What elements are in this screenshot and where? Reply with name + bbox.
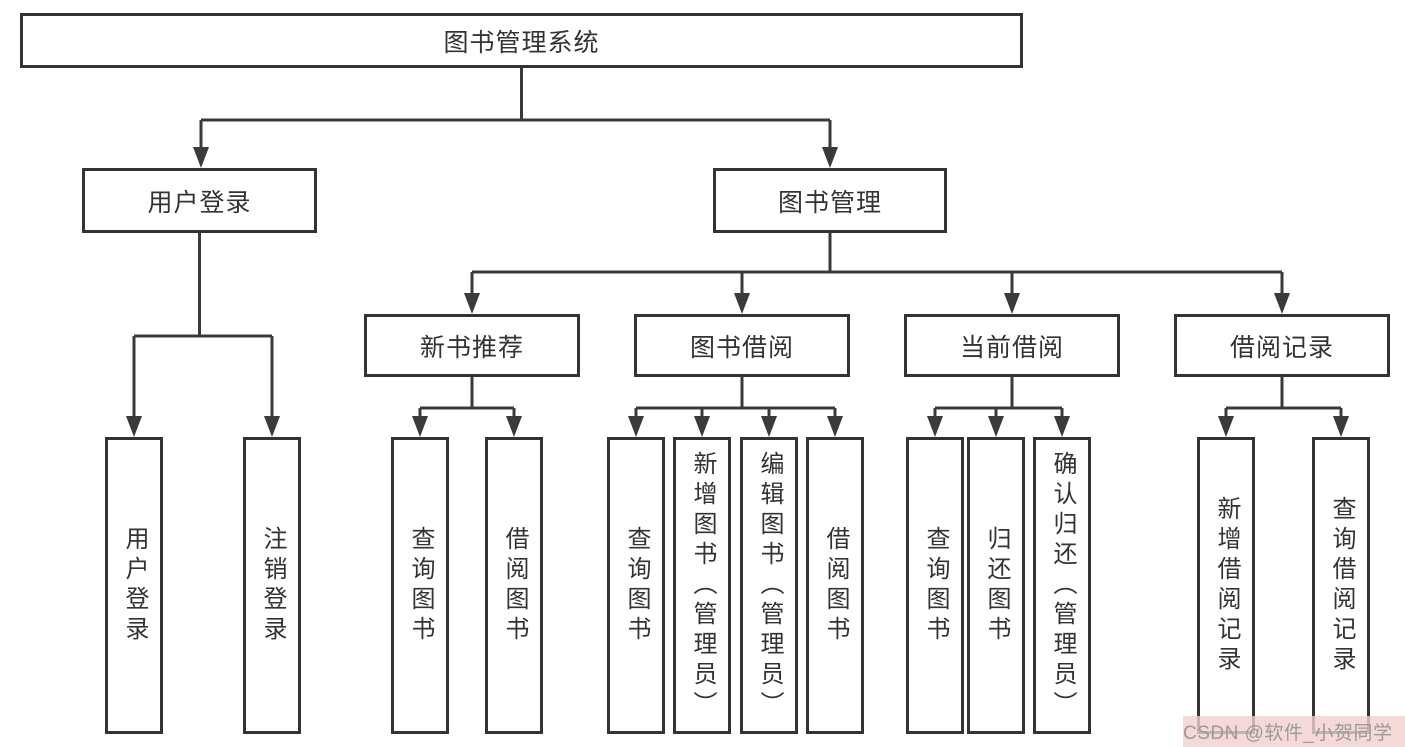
leaf-query-borrow-record-label: 查询借阅记录 xyxy=(1328,495,1355,676)
leaf-query-book-borrowing-label: 查询图书 xyxy=(623,525,650,646)
connector-new-book-recommend xyxy=(418,377,516,418)
watermark: CSDN @软件_小贺同学 xyxy=(1183,716,1405,747)
arrowhead xyxy=(506,416,522,437)
leaf-query-book-borrowing: 查询图书 xyxy=(607,437,665,734)
leaf-edit-book-admin: 编辑图书（管理员） xyxy=(740,437,798,734)
leaf-query-book-current-label: 查询图书 xyxy=(922,525,949,646)
leaf-confirm-return-admin: 确认归还（管理员） xyxy=(1033,437,1091,734)
leaf-user-login-label: 用户登录 xyxy=(121,525,148,646)
leaf-edit-book-admin-label: 编辑图书（管理员） xyxy=(756,450,783,721)
node-user-login-label: 用户登录 xyxy=(147,188,252,217)
arrowhead xyxy=(827,416,843,437)
leaf-logout: 注销登录 xyxy=(243,437,301,734)
arrowhead xyxy=(1054,416,1070,437)
connector-book-management xyxy=(470,233,1284,294)
leaf-return-book-label: 归还图书 xyxy=(983,525,1010,646)
connector-user-login xyxy=(132,233,274,417)
node-borrowing-records-label: 借阅记录 xyxy=(1229,333,1334,362)
node-root: 图书管理系统 xyxy=(20,13,1023,68)
connector-current-borrowing xyxy=(933,377,1064,418)
arrowhead xyxy=(734,293,750,314)
arrowhead xyxy=(193,147,209,168)
arrowhead xyxy=(628,416,644,437)
node-book-management: 图书管理 xyxy=(713,168,947,233)
leaf-query-book-recommend: 查询图书 xyxy=(391,437,449,734)
leaf-add-book-admin-label: 新增图书（管理员） xyxy=(689,450,716,721)
node-user-login: 用户登录 xyxy=(82,168,317,233)
arrowhead xyxy=(1333,416,1349,437)
arrowhead xyxy=(264,416,280,437)
node-book-borrowing: 图书借阅 xyxy=(634,314,850,377)
leaf-confirm-return-admin-label: 确认归还（管理员） xyxy=(1049,450,1076,721)
leaf-query-book-current: 查询图书 xyxy=(906,437,964,734)
connector-borrowing-records xyxy=(1224,377,1343,418)
node-book-borrowing-label: 图书借阅 xyxy=(689,333,794,362)
arrowhead xyxy=(412,416,428,437)
arrowhead xyxy=(126,416,142,437)
arrowheads xyxy=(126,147,1349,437)
leaf-return-book: 归还图书 xyxy=(967,437,1025,734)
leaf-add-borrow-record-label: 新增借阅记录 xyxy=(1213,495,1240,676)
leaf-add-borrow-record: 新增借阅记录 xyxy=(1197,437,1255,734)
leaf-query-borrow-record: 查询借阅记录 xyxy=(1312,437,1370,734)
leaf-query-book-recommend-label: 查询图书 xyxy=(407,525,434,646)
connector-book-borrowing xyxy=(634,377,837,418)
arrowhead xyxy=(464,293,480,314)
node-new-book-recommend: 新书推荐 xyxy=(364,314,580,377)
leaf-logout-label: 注销登录 xyxy=(259,525,286,646)
node-root-label: 图书管理系统 xyxy=(443,28,600,57)
arrowhead xyxy=(761,416,777,437)
arrowhead xyxy=(988,416,1004,437)
leaf-borrow-book-label: 借阅图书 xyxy=(822,525,849,646)
connector-root xyxy=(199,68,832,148)
leaf-user-login: 用户登录 xyxy=(105,437,163,734)
arrowhead xyxy=(927,416,943,437)
leaf-borrow-book: 借阅图书 xyxy=(806,437,864,734)
leaf-borrow-book-recommend-label: 借阅图书 xyxy=(501,525,528,646)
arrowhead xyxy=(822,147,838,168)
leaf-borrow-book-recommend: 借阅图书 xyxy=(485,437,543,734)
node-current-borrowing-label: 当前借阅 xyxy=(959,333,1064,362)
node-borrowing-records: 借阅记录 xyxy=(1174,314,1390,377)
node-current-borrowing: 当前借阅 xyxy=(904,314,1120,377)
watermark-text: CSDN @软件_小贺同学 xyxy=(1183,723,1393,744)
node-book-management-label: 图书管理 xyxy=(777,188,882,217)
arrowhead xyxy=(1004,293,1020,314)
leaf-add-book-admin: 新增图书（管理员） xyxy=(673,437,731,734)
node-new-book-recommend-label: 新书推荐 xyxy=(419,333,524,362)
arrowhead xyxy=(1274,293,1290,314)
arrowhead xyxy=(694,416,710,437)
arrowhead xyxy=(1218,416,1234,437)
